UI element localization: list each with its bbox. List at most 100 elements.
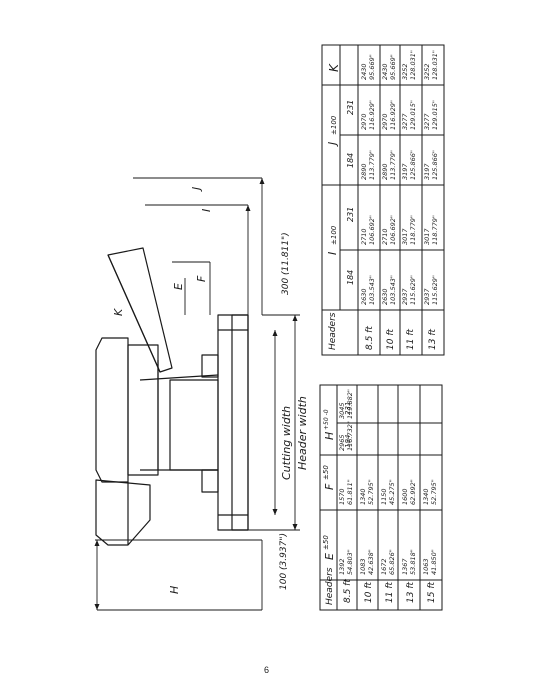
table-right-sub-4: 231 — [346, 100, 355, 115]
table-left-cell: 1367 — [401, 558, 409, 575]
table-left-cell: 52.795" — [430, 479, 438, 505]
table-right-cell: 3277 — [401, 113, 409, 130]
table-left-col-f: F — [323, 483, 336, 490]
table-left-row-header: 13 ft — [406, 582, 416, 603]
table-left-cell: 1392 — [338, 558, 346, 575]
table-right-cell: 116.929" — [389, 100, 397, 130]
table-right-cell: 106.692" — [368, 215, 376, 245]
header-body — [217, 314, 249, 531]
table-right-cell: 103.543" — [368, 275, 376, 305]
table-right-cell: 2890 — [360, 163, 368, 180]
table-left-col-h-231: 231 — [344, 402, 352, 415]
table-right-sub-2: 231 — [346, 207, 355, 222]
cab-upper-block — [95, 479, 151, 546]
table-right-cell: 2970 — [381, 113, 389, 130]
cutting-width-label: Cutting width — [280, 406, 293, 480]
table-left-col-e-tol: ±50 — [322, 535, 330, 550]
tractor-frame — [139, 354, 219, 493]
table-right-col-k: K — [327, 63, 341, 72]
table-left-cell: 1063 — [422, 558, 430, 575]
table-right-cell: 128.031" — [409, 50, 417, 80]
table-right-cell: 125.866" — [409, 150, 417, 180]
table-right-cell: 115.629" — [431, 275, 439, 305]
table-right-col-j-tol: ±100 — [330, 115, 338, 135]
table-right-col-j: J — [326, 142, 339, 147]
table-left-row-header: 15 ft — [427, 582, 437, 603]
table-left-cell: 52.795" — [367, 479, 375, 505]
table-right-cell: 3252 — [423, 63, 431, 80]
dim-label-k: K — [112, 308, 125, 316]
table-right-cell: 3017 — [423, 228, 431, 245]
table-left-row-header: 11 ft — [385, 582, 395, 603]
table-right-col-i: I — [326, 252, 339, 255]
table-right-cell: 95.669" — [368, 54, 376, 80]
tractor-cab-outline — [95, 337, 219, 483]
table-left-cell: 1672 — [380, 558, 388, 575]
dim-label-e: E — [172, 283, 185, 290]
table-left-row-header: 10 ft — [364, 582, 374, 603]
table-left-cell: 2965 — [338, 434, 346, 451]
dim-300-label: 300 (11.811") — [281, 232, 291, 295]
table-right-sub-3: 184 — [346, 153, 355, 168]
dim-label-j: J — [190, 187, 203, 192]
table-left-cell: 62.992" — [409, 479, 417, 505]
table-left-cell: 1150 — [380, 488, 388, 505]
dim-label-f: F — [195, 275, 208, 282]
table-left-row-header: 8.5 ft — [343, 579, 353, 603]
table-left-col-h-tol: +50 -0 — [323, 409, 330, 430]
dimension-labels: H J I K E F — [112, 187, 213, 594]
table-left-cell: 119.882" — [346, 389, 354, 419]
table-right-cell: 2430 — [381, 63, 389, 80]
table-left-cell: 61.811" — [346, 479, 354, 505]
table-right-cell: 2630 — [381, 288, 389, 305]
table-right-cell: 116.929" — [368, 100, 376, 130]
header-width-label: Header width — [296, 396, 309, 470]
table-right-cell: 3197 — [423, 163, 431, 180]
table-left-cell: 1570 — [338, 488, 346, 505]
table-left-cell: 42.638" — [367, 549, 375, 575]
table-right-grid — [321, 44, 445, 356]
table-right-cell: 3017 — [401, 228, 409, 245]
table-left-col-e: E — [323, 553, 336, 560]
table-left-cell: 1600 — [401, 488, 409, 505]
table-right-cell: 3197 — [401, 163, 409, 180]
table-right-cell: 129.015" — [409, 100, 417, 130]
table-left-cell: 1340 — [422, 488, 430, 505]
width-labels: Cutting width Header width 300 (11.811")… — [279, 232, 309, 590]
table-right-cell: 2430 — [360, 63, 368, 80]
table-left-cell: 54.803" — [346, 549, 354, 575]
table-left: Headers E ±50 F ±50 H +50 -0 184 231 8.5… — [319, 384, 443, 611]
table-right-cell: 128.031" — [431, 50, 439, 80]
table-right-cell: 2890 — [381, 163, 389, 180]
table-left-cell: 1083 — [359, 558, 367, 575]
table-right-cell: 2970 — [360, 113, 368, 130]
table-right-cell: 106.692" — [389, 215, 397, 245]
table-right-cell: 2937 — [401, 288, 409, 305]
table-left-cell: 53.818" — [409, 549, 417, 575]
table-left-cell: 1340 — [359, 488, 367, 505]
table-right-cell: 2937 — [423, 288, 431, 305]
table-right-cell: 3252 — [401, 63, 409, 80]
table-right-cell: 118.779" — [409, 215, 417, 245]
dim-label-h: H — [168, 586, 181, 594]
table-right-cell: 113.779" — [389, 150, 397, 180]
table-left-col-h-184: 184 — [344, 435, 352, 448]
table-right: Headers I ±100 J ±100 K 184 231 184 231 … — [321, 44, 445, 356]
table-right-row-header: 10 ft — [386, 329, 396, 350]
table-right-sub-1: 184 — [346, 270, 355, 285]
table-right-headers: Headers I ±100 J ±100 K 184 231 184 231 — [326, 63, 355, 350]
table-left-col-f-tol: ±50 — [322, 465, 330, 480]
table-left-cell: 116.732" — [346, 421, 354, 451]
machine-drawing — [95, 247, 249, 546]
table-right-cell: 113.779" — [368, 150, 376, 180]
table-left-cell: 45.275" — [388, 479, 396, 505]
table-left-cell: 65.826" — [388, 549, 396, 575]
table-right-cell: 103.543" — [389, 275, 397, 305]
table-right-cell: 129.015" — [431, 100, 439, 130]
table-left-cell: 41.850" — [430, 549, 438, 575]
table-right-row-header: 8.5 ft — [365, 326, 375, 350]
